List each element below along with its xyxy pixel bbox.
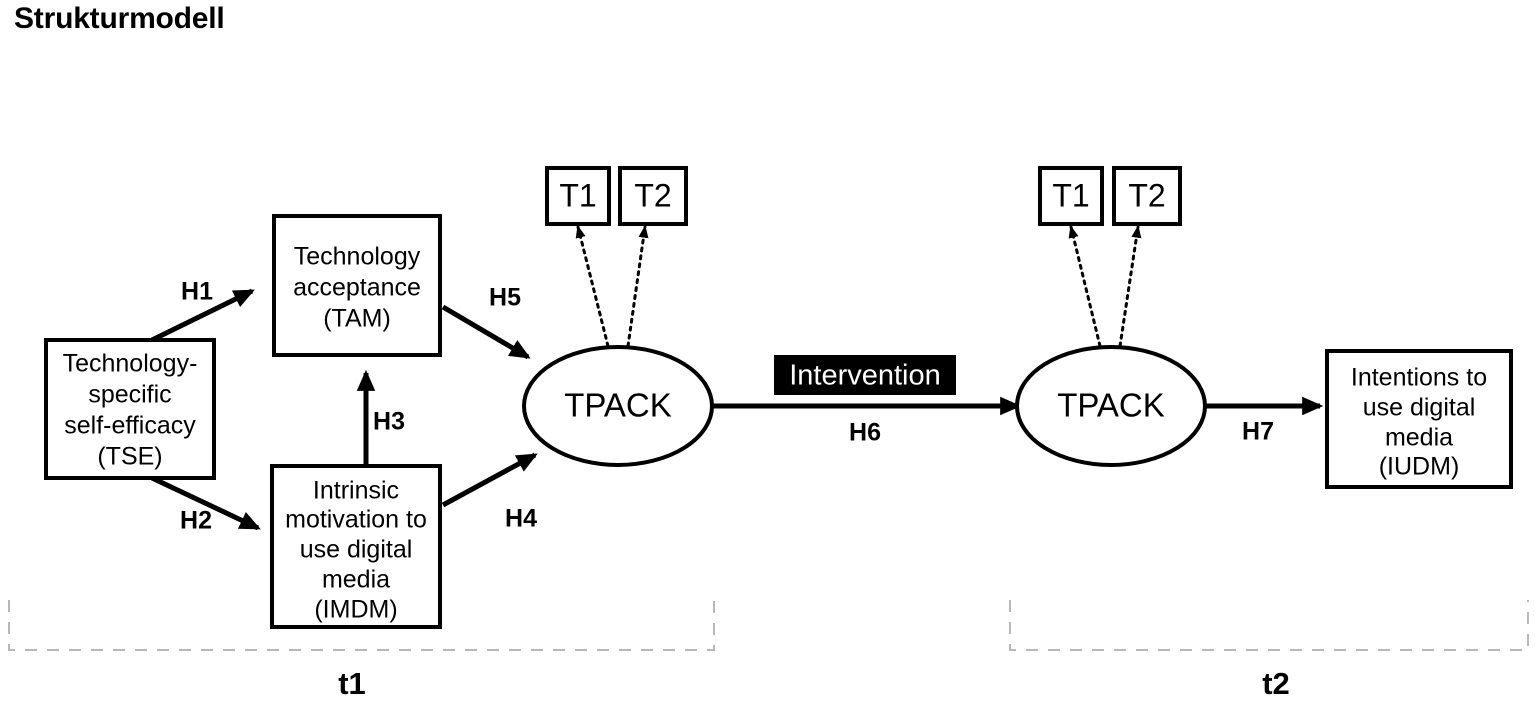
intervention-label: Intervention: [789, 360, 941, 392]
node-tpack-t1[interactable]: TPACK: [522, 345, 714, 467]
hypothesis-label-h4: H4: [505, 505, 537, 533]
node-imdm[interactable]: Intrinsic motivation to use digital medi…: [270, 464, 442, 629]
node-tse-line-1: Technology-: [63, 350, 198, 378]
edge-tpack-t2-to-indicator-t1: [1068, 225, 1102, 348]
node-tpack-t2-label: TPACK: [1057, 387, 1165, 424]
node-tam-line-1: Technology: [294, 243, 421, 271]
node-tam[interactable]: Technology acceptance (TAM): [272, 214, 442, 357]
node-tse-line-3: self-efficacy: [64, 412, 196, 440]
indicator-t2-left-label: T1: [1052, 177, 1089, 213]
phase-label-t2: t2: [1262, 666, 1290, 701]
intervention-marker[interactable]: Intervention: [774, 355, 956, 395]
hypothesis-label-h6: H6: [849, 419, 881, 447]
node-tam-line-3: (TAM): [323, 305, 391, 333]
edge-h1: [150, 288, 255, 343]
page-title: Strukturmodell: [14, 2, 225, 35]
phase-frame-t2: [1009, 600, 1529, 651]
indicator-t2-right-label: T2: [1128, 177, 1165, 213]
node-tse-line-2: specific: [88, 381, 171, 409]
indicator-t1-right[interactable]: T2: [618, 166, 688, 226]
node-tpack-t2[interactable]: TPACK: [1015, 345, 1207, 467]
hypothesis-label-h7: H7: [1242, 418, 1274, 446]
edge-tpack-t1-to-indicator-t2: [626, 225, 649, 348]
node-imdm-line-3: use digital: [300, 536, 413, 564]
phase-label-t1: t1: [338, 666, 366, 701]
indicator-t1-left-label: T1: [559, 177, 596, 213]
edge-tpack-t1-to-indicator-t1: [575, 225, 610, 348]
hypothesis-label-h3: H3: [373, 408, 405, 436]
edge-tpack-t2-to-indicator-t2: [1118, 225, 1142, 348]
node-tpack-t1-label: TPACK: [564, 387, 672, 424]
node-tse-line-4: (TSE): [97, 443, 162, 471]
node-iudm-line-3: media: [1385, 424, 1453, 452]
node-tse[interactable]: Technology- specific self-efficacy (TSE): [44, 338, 216, 480]
hypothesis-label-h5: H5: [489, 284, 521, 312]
node-imdm-line-1: Intrinsic: [313, 477, 399, 505]
edge-h4: [441, 452, 538, 508]
edge-h5: [441, 304, 531, 360]
hypothesis-label-h2: H2: [180, 507, 212, 535]
node-imdm-line-2: motivation to: [285, 506, 427, 534]
node-iudm[interactable]: Intentions to use digital media (IUDM): [1325, 349, 1513, 489]
indicator-t1-right-label: T2: [634, 177, 671, 213]
indicator-t2-right[interactable]: T2: [1112, 166, 1182, 226]
node-imdm-line-4: media: [322, 566, 390, 594]
edge-h2: [150, 475, 261, 531]
indicator-t1-left[interactable]: T1: [545, 166, 611, 226]
node-imdm-line-5: (IMDM): [314, 596, 397, 624]
node-tam-line-2: acceptance: [293, 274, 421, 302]
phase-frame-t1: [8, 600, 715, 651]
indicator-t2-left[interactable]: T1: [1038, 166, 1104, 226]
node-iudm-line-4: (IUDM): [1379, 453, 1460, 481]
hypothesis-label-h1: H1: [181, 278, 213, 306]
node-iudm-line-2: use digital: [1363, 394, 1476, 422]
node-iudm-line-1: Intentions to: [1351, 364, 1487, 392]
